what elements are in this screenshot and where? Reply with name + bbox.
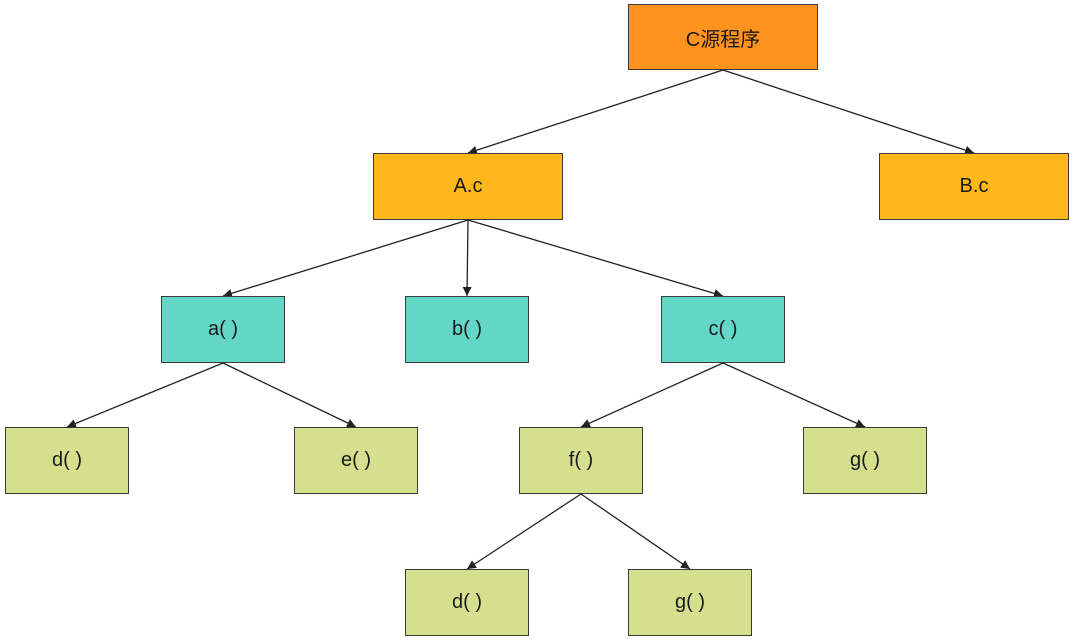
node-function-d-under-a: d( ) — [5, 427, 129, 494]
edge-c-to-g1 — [722, 362, 866, 428]
edge-root-to-bc — [722, 69, 975, 155]
edge-f-to-d2 — [466, 493, 582, 570]
node-function-c: c( ) — [661, 296, 785, 363]
edge-f-to-g2 — [580, 493, 691, 570]
node-function-f: f( ) — [519, 427, 643, 494]
node-function-g-under-c: g( ) — [803, 427, 927, 494]
node-file-b-c: B.c — [879, 153, 1069, 220]
edge-ac-to-b — [462, 219, 472, 297]
node-function-b: b( ) — [405, 296, 529, 363]
node-function-d-under-f: d( ) — [405, 569, 529, 636]
node-c-source-program: C源程序 — [628, 4, 818, 70]
edge-root-to-ac — [467, 69, 724, 155]
edge-a-to-e — [222, 362, 357, 428]
node-function-e: e( ) — [294, 427, 418, 494]
node-function-g-under-f: g( ) — [628, 569, 752, 636]
node-function-a: a( ) — [161, 296, 285, 363]
edge-ac-to-c — [467, 219, 724, 298]
edge-c-to-f — [580, 362, 724, 428]
node-file-a-c: A.c — [373, 153, 563, 220]
edge-a-to-d1 — [66, 362, 224, 428]
edge-ac-to-a — [222, 219, 469, 298]
